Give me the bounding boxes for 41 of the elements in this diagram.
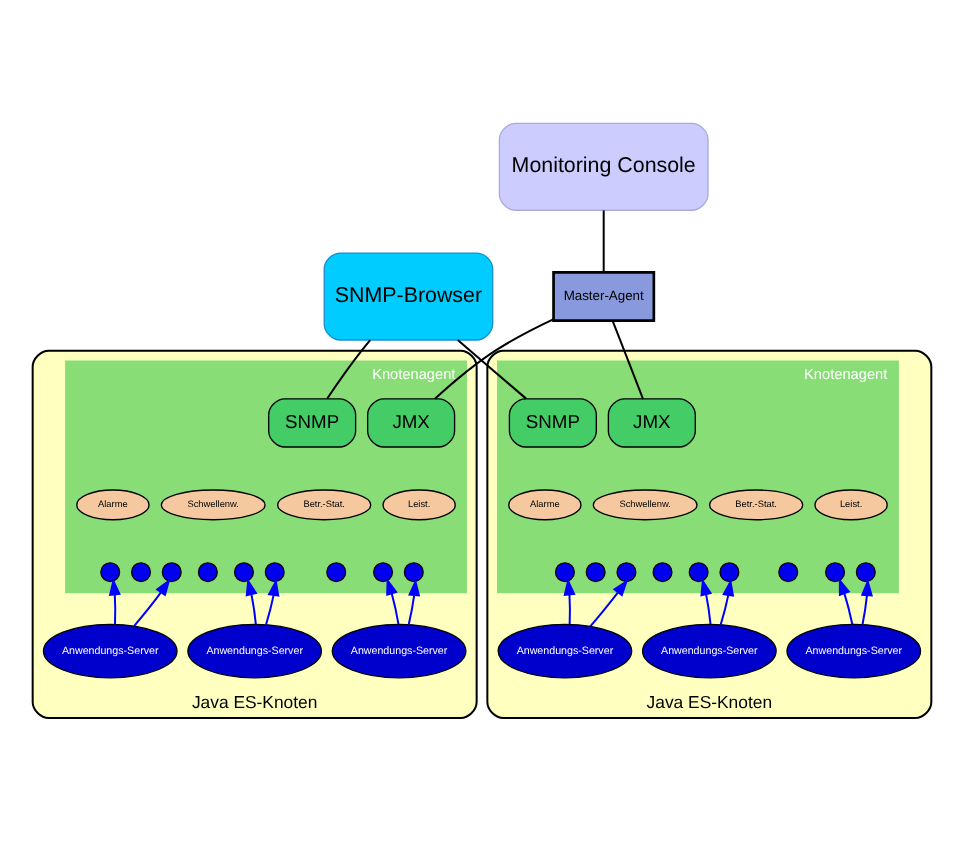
node-box: SNMP: [268, 397, 357, 447]
arrow: [265, 577, 280, 624]
node-circle: [233, 561, 254, 582]
node-circle: [554, 561, 575, 582]
arrow: [838, 576, 854, 624]
arrow: [386, 576, 400, 624]
connector: [434, 317, 554, 399]
arrow: [133, 577, 171, 626]
node-circle: [688, 561, 709, 582]
node-circle: [130, 561, 151, 582]
node-box: SNMP: [508, 397, 597, 447]
node-circle: [585, 561, 606, 582]
node-box: JMX: [367, 397, 456, 447]
node-circle: [778, 561, 799, 582]
arrow: [407, 577, 421, 624]
node-circle: [719, 561, 740, 582]
node-circle: [264, 561, 285, 582]
node-circle: [161, 561, 182, 582]
node-box: SNMP-Browser: [323, 251, 494, 340]
node-circle: [197, 561, 218, 582]
node-circle: [326, 561, 347, 582]
arrow: [860, 577, 873, 624]
node-circle: [100, 561, 121, 582]
arrow: [563, 577, 576, 624]
node-circle: [652, 561, 673, 582]
arrow: [245, 577, 258, 624]
connector: [602, 209, 605, 272]
node-circle: [403, 561, 424, 582]
node-circle: [616, 561, 637, 582]
arrow: [108, 577, 121, 624]
node-circle: [855, 561, 876, 582]
connector: [326, 338, 371, 399]
arrow: [589, 578, 629, 626]
connector: [457, 338, 527, 399]
arrow: [719, 577, 735, 624]
node-box: Monitoring Console: [498, 121, 709, 210]
node-circle: [373, 561, 394, 582]
connector: [611, 319, 644, 399]
node-box: JMX: [607, 397, 696, 447]
node-circle: [825, 561, 846, 582]
arrow: [700, 577, 713, 624]
